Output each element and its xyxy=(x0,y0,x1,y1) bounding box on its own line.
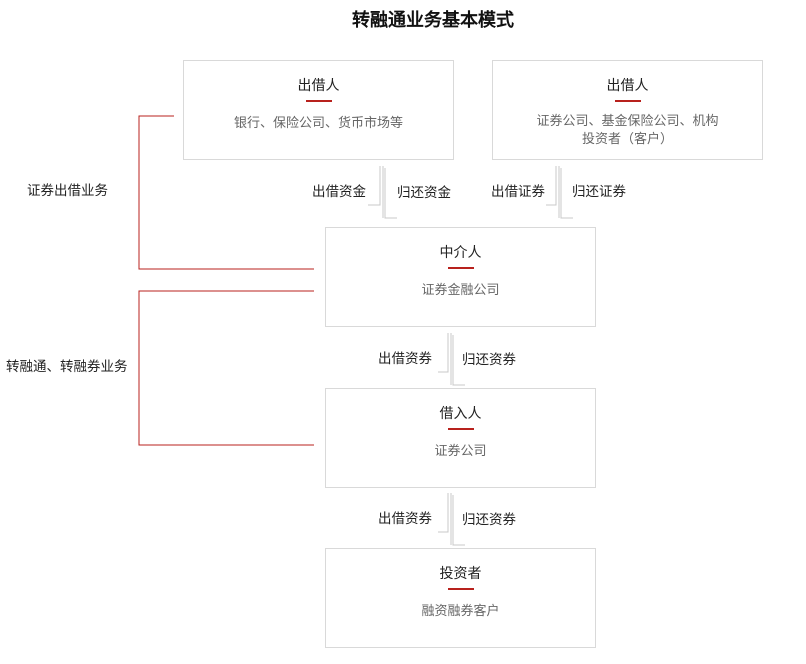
lender-2-desc: 证券公司、基金保险公司、机构 投资者（客户） xyxy=(536,114,719,147)
investor-desc: 融资融券客户 xyxy=(421,604,500,619)
bracket-refinancing xyxy=(138,290,314,446)
accent-underline xyxy=(447,588,474,590)
accent-underline xyxy=(447,267,474,269)
investor-name: 投资者 xyxy=(439,566,482,582)
lender-1-desc: 银行、保险公司、货币市场等 xyxy=(233,116,403,131)
accent-underline xyxy=(305,100,332,102)
label-refinancing: 转融通、转融券业务 xyxy=(6,359,128,375)
borrower-box: 借入人 证券公司 xyxy=(325,388,596,488)
lender-box-1: 出借人 银行、保险公司、货币市场等 xyxy=(183,60,454,160)
arrow-securities xyxy=(546,166,573,219)
investor-box: 投资者 融资融券客户 xyxy=(325,548,596,648)
intermediary-box: 中介人 证券金融公司 xyxy=(325,227,596,327)
flow-lend-assets-1: 出借资券 xyxy=(378,351,432,367)
lender-1-name: 出借人 xyxy=(297,78,340,94)
arrow-funds xyxy=(368,166,397,219)
flow-lend-assets-2: 出借资券 xyxy=(378,511,432,527)
flow-return-securities: 归还证券 xyxy=(572,184,626,200)
flow-return-assets-2: 归还资券 xyxy=(462,512,516,528)
intermediary-name: 中介人 xyxy=(439,245,482,261)
borrower-name: 借入人 xyxy=(439,406,482,422)
accent-underline xyxy=(614,100,641,102)
flow-return-funds: 归还资金 xyxy=(397,185,451,201)
accent-underline xyxy=(447,428,474,430)
lender-box-2: 出借人 证券公司、基金保险公司、机构 投资者（客户） xyxy=(492,60,763,160)
arrow-assets-1 xyxy=(438,333,465,386)
flow-lend-securities: 出借证券 xyxy=(491,184,545,200)
borrower-desc: 证券公司 xyxy=(434,444,487,459)
flow-return-assets-1: 归还资券 xyxy=(462,352,516,368)
intermediary-desc: 证券金融公司 xyxy=(421,283,500,298)
arrow-assets-2 xyxy=(438,493,465,546)
diagram-title: 转融通业务基本模式 xyxy=(352,10,514,31)
label-securities-lending: 证券出借业务 xyxy=(27,183,108,199)
lender-2-name: 出借人 xyxy=(606,78,649,94)
flow-lend-funds: 出借资金 xyxy=(312,184,366,200)
